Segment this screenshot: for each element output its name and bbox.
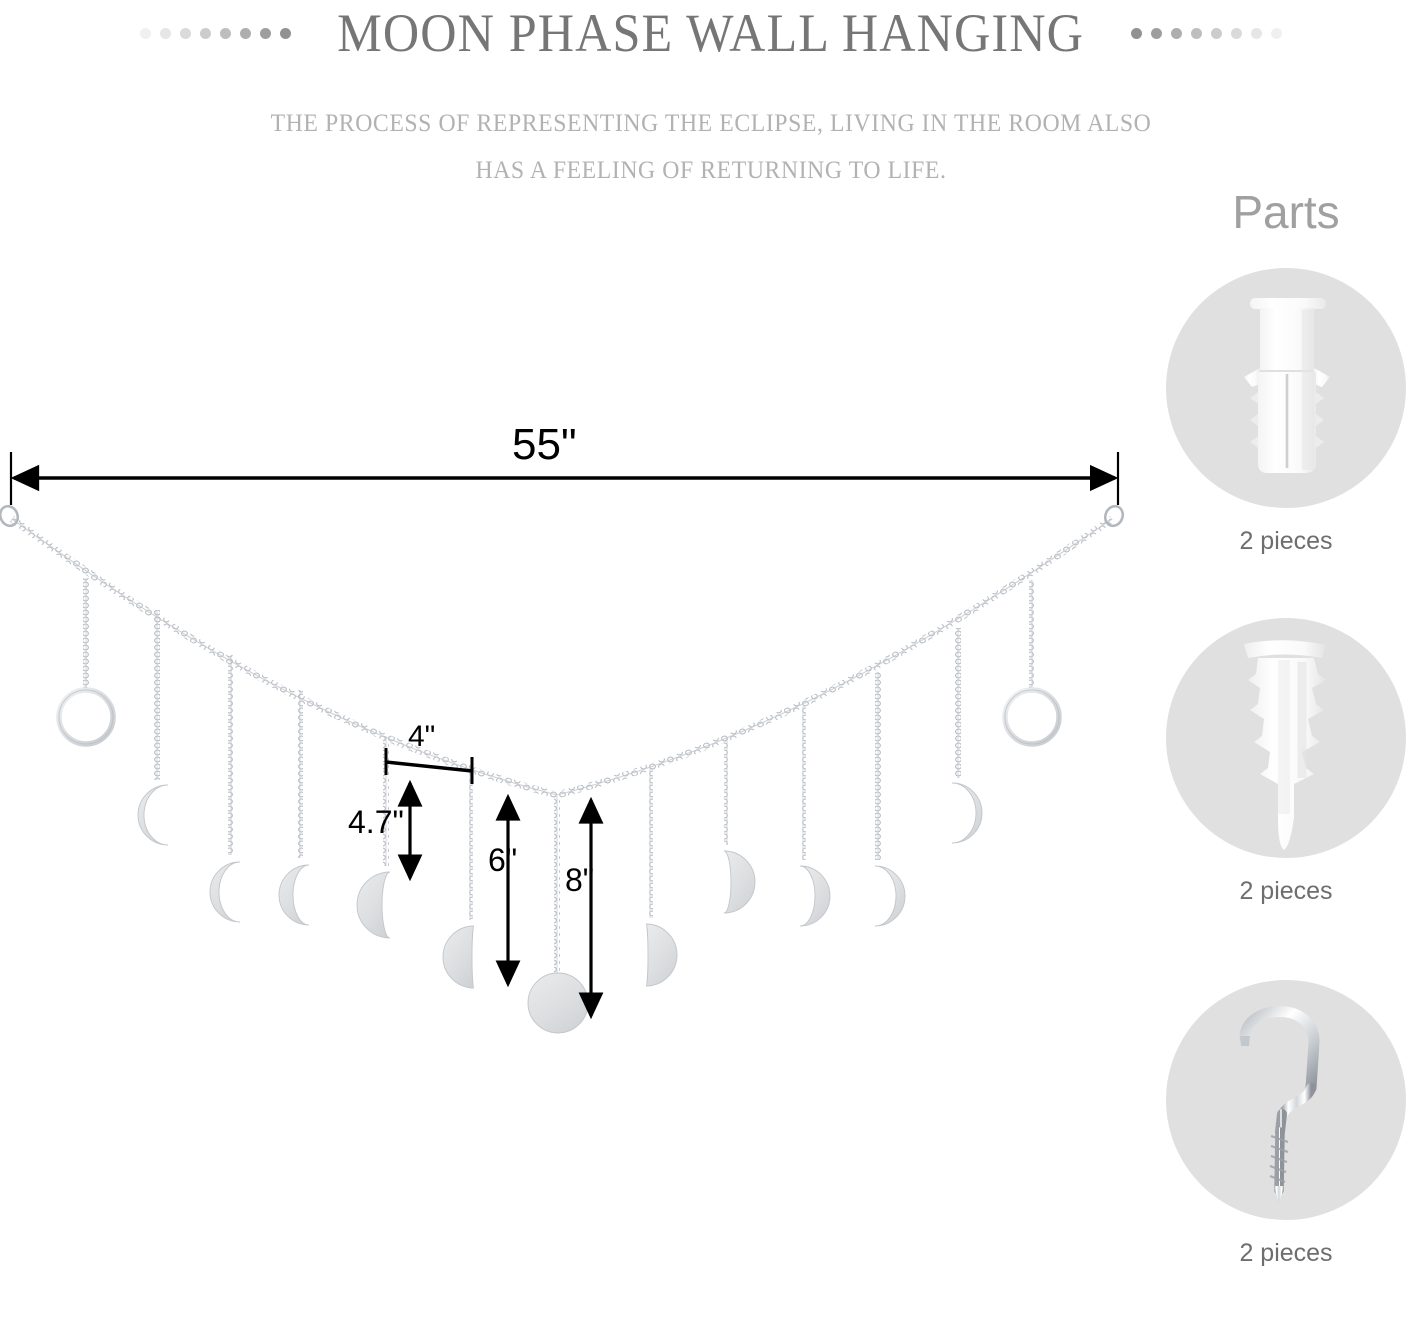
- part-quantity-label: 2 pieces: [1239, 877, 1333, 905]
- pendant-waxing-gibbous-wide: [442, 925, 475, 989]
- dimension-label-spacing: 4": [408, 720, 436, 753]
- pendant-waxing-crescent-thin: [137, 784, 169, 846]
- pendant-last-quarter: [799, 865, 831, 927]
- ornament-dot: [1170, 27, 1182, 39]
- ornament-dot: [140, 27, 152, 39]
- parts-panel: Parts: [1150, 180, 1422, 1323]
- part-item-drywall-anchor: 2 pieces: [1166, 618, 1406, 906]
- ornament-dot: [1250, 27, 1262, 39]
- drop-chains: [83, 578, 1035, 975]
- part-quantity-label: 2 pieces: [1239, 1239, 1333, 1267]
- pendant-waning-crescent: [874, 865, 906, 927]
- ornament-dot: [220, 27, 232, 39]
- pendant-group: [56, 687, 1062, 1034]
- pendant-first-quarter: [278, 864, 310, 926]
- pendant-waning-crescent-thin: [951, 782, 983, 844]
- part-circle-background: [1166, 618, 1406, 858]
- ornament-dot: [240, 27, 252, 39]
- dimension-label-drop-short: 4.7": [348, 804, 404, 840]
- page-header: MOON PHASE WALL HANGING THE PROCESS OF R…: [0, 0, 1422, 190]
- part-item-screw-hook: 2 pieces: [1166, 980, 1406, 1268]
- ornament-dot: [260, 27, 272, 39]
- drywall-screw-anchor-icon: [1244, 640, 1326, 850]
- parts-heading: Parts: [1232, 186, 1340, 238]
- ornament-dot: [1190, 27, 1202, 39]
- part-circle-background: [1166, 980, 1406, 1220]
- part-circle-background: [1166, 268, 1406, 508]
- screw-hook-icon: [1239, 1006, 1320, 1204]
- ornament-dot: [160, 27, 172, 39]
- ornament-dot: [180, 27, 192, 39]
- ornament-dot: [200, 27, 212, 39]
- wall-plug-anchor-icon: [1244, 298, 1330, 473]
- dimension-label-drop-long: 8": [565, 862, 595, 898]
- pendant-new-moon-ring-end: [1002, 687, 1062, 747]
- garland-illustration: [0, 452, 1125, 1034]
- ornament-dot: [1130, 27, 1142, 39]
- part-item-wall-plug: 2 pieces: [1166, 268, 1406, 556]
- ornament-dot: [280, 27, 292, 39]
- dimension-label-drop-medium: 6": [488, 842, 518, 878]
- pendant-new-moon-ring: [56, 687, 116, 747]
- page-subtitle: THE PROCESS OF REPRESENTING THE ECLIPSE,…: [0, 100, 1422, 194]
- pendant-waning-gibbous: [723, 850, 756, 914]
- dot-ornament-right: [1130, 23, 1282, 43]
- subtitle-line-2: HAS A FEELING OF RETURNING TO LIFE.: [475, 157, 947, 184]
- ornament-dot: [1270, 27, 1282, 39]
- dimension-total-width: [9, 452, 1120, 505]
- pendant-waxing-crescent: [209, 861, 241, 923]
- hanging-loop-left: [0, 504, 20, 528]
- title-row: MOON PHASE WALL HANGING: [0, 2, 1422, 64]
- pendant-waning-gibbous-wide: [645, 923, 678, 987]
- pendant-waxing-gibbous: [356, 871, 391, 939]
- dimension-pendant-spacing: [384, 748, 474, 784]
- ornament-dot: [1230, 27, 1242, 39]
- dot-ornament-left: [140, 23, 292, 43]
- part-quantity-label: 2 pieces: [1239, 527, 1333, 555]
- dimension-label-total-width: 55": [512, 420, 577, 469]
- hanging-loop-right: [1103, 504, 1125, 528]
- product-dimension-diagram: 55" 4" 4.7" 6" 8": [0, 420, 1125, 1034]
- ornament-dot: [1150, 27, 1162, 39]
- ornament-dot: [1210, 27, 1222, 39]
- page-title: MOON PHASE WALL HANGING: [337, 3, 1085, 63]
- pendant-full-moon: [527, 972, 589, 1034]
- subtitle-line-1: THE PROCESS OF REPRESENTING THE ECLIPSE,…: [270, 110, 1152, 137]
